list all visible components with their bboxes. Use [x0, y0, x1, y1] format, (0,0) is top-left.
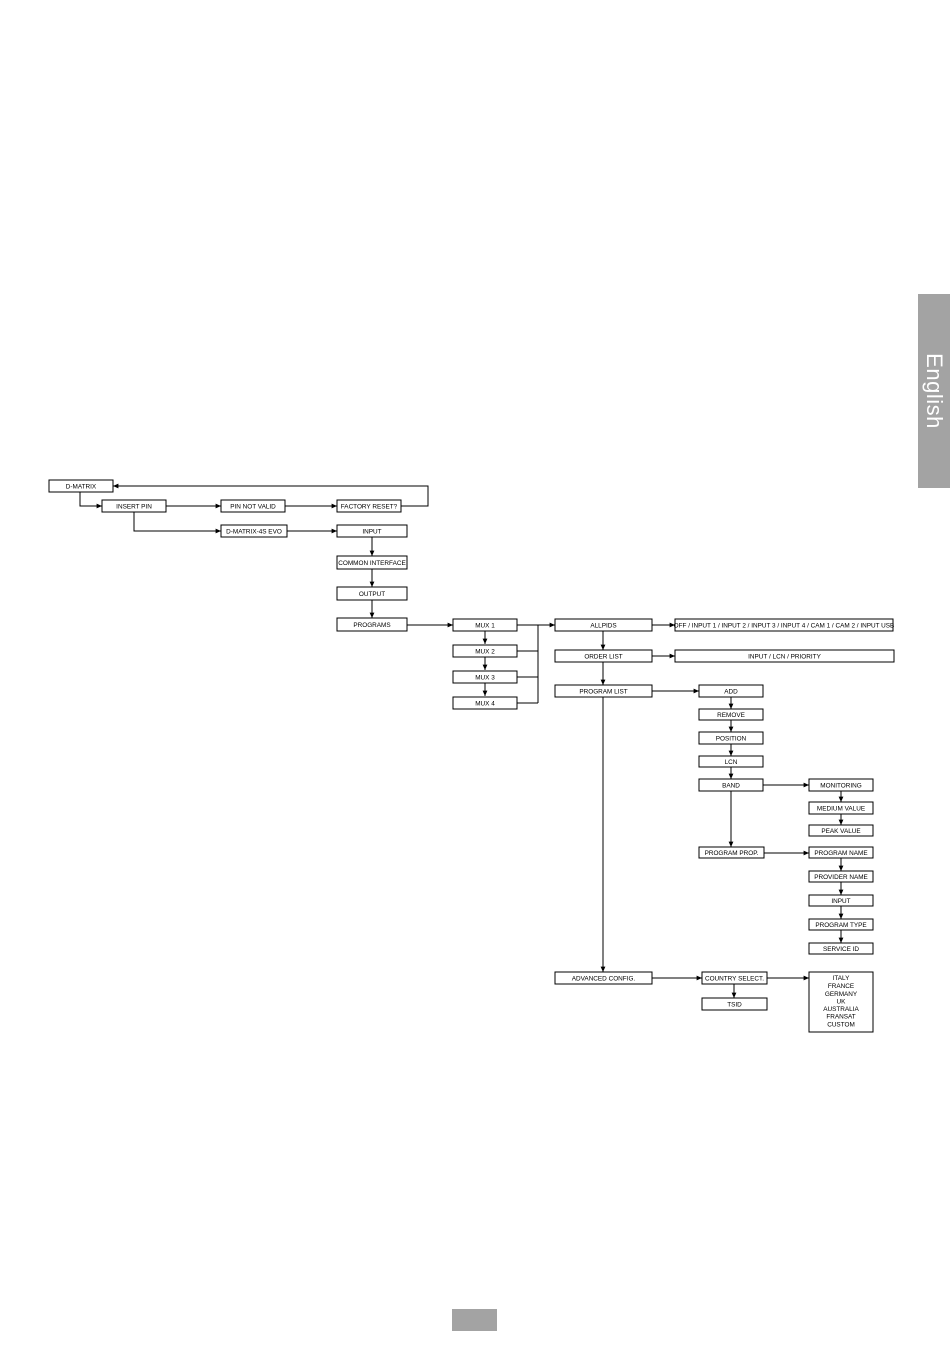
- node-label: INPUT: [831, 898, 850, 905]
- node-label: PIN NOT VALID: [230, 504, 276, 511]
- country-item: UK: [837, 999, 847, 1006]
- node-allpids: ALLPIDS: [554, 618, 653, 632]
- node-label: TSID: [727, 1002, 742, 1009]
- country-item: CUSTOM: [827, 1022, 855, 1029]
- node-label: POSITION: [716, 736, 747, 743]
- node-label: ORDER LIST: [584, 654, 622, 661]
- node-country-list: ITALY FRANCE GERMANY UK AUSTRALIA FRANSA…: [808, 971, 874, 1033]
- node-label: D-MATRIX: [66, 484, 97, 491]
- node-label: PROGRAM NAME: [814, 850, 867, 857]
- node-label: FACTORY RESET?: [341, 504, 398, 511]
- node-label: ALLPIDS: [590, 623, 616, 630]
- node-mux-4: MUX 4: [452, 696, 518, 710]
- node-mux-1: MUX 1: [452, 618, 518, 632]
- node-label: REMOVE: [717, 712, 745, 719]
- language-tab: English: [918, 294, 950, 488]
- node-provider-name: PROVIDER NAME: [808, 870, 874, 883]
- node-pin-not-valid: PIN NOT VALID: [220, 499, 286, 513]
- node-lcn: LCN: [698, 755, 764, 768]
- node-monitoring: MONITORING: [808, 778, 874, 792]
- node-country-select: COUNTRY SELECT.: [701, 971, 768, 985]
- node-label: ADVANCED CONFIG.: [572, 976, 636, 983]
- connector-lines: [79, 483, 844, 998]
- node-input: INPUT: [336, 524, 408, 538]
- node-output: OUTPUT: [336, 586, 408, 601]
- node-label: PROGRAM PROP.: [705, 850, 759, 857]
- node-label: PROGRAMS: [353, 622, 390, 629]
- node-label: INPUT / LCN / PRIORITY: [748, 654, 821, 661]
- node-order-list: ORDER LIST: [554, 649, 653, 663]
- node-label: PROVIDER NAME: [814, 874, 868, 881]
- node-label: INPUT: [362, 529, 381, 536]
- node-advanced-config: ADVANCED CONFIG.: [554, 971, 653, 985]
- node-add: ADD: [698, 684, 764, 698]
- node-allpids-options: OFF / INPUT 1 / INPUT 2 / INPUT 3 / INPU…: [674, 618, 895, 632]
- node-service-id: SERVICE ID: [808, 942, 874, 955]
- node-label: MUX 3: [475, 675, 495, 682]
- node-programs: PROGRAMS: [336, 617, 408, 632]
- node-label: PEAK VALUE: [821, 828, 860, 835]
- node-label: BAND: [722, 783, 740, 790]
- node-order-list-options: INPUT / LCN / PRIORITY: [674, 649, 895, 663]
- node-program-prop: PROGRAM PROP.: [698, 846, 765, 859]
- country-item: ITALY: [833, 975, 851, 982]
- node-d-matrix: D-MATRIX: [48, 479, 114, 493]
- page-number-chip: [452, 1309, 497, 1331]
- node-label: OFF / INPUT 1 / INPUT 2 / INPUT 3 / INPU…: [674, 623, 895, 630]
- node-medium-value: MEDIUM VALUE: [808, 801, 874, 815]
- node-peak-value: PEAK VALUE: [808, 824, 874, 837]
- node-program-list: PROGRAM LIST: [554, 684, 653, 698]
- node-tsid: TSID: [701, 997, 768, 1011]
- node-insert-pin: INSERT PIN: [101, 499, 167, 513]
- node-label: PROGRAM LIST: [579, 689, 627, 696]
- node-common-interface: COMMON INTERFACE: [336, 555, 408, 570]
- node-label: MEDIUM VALUE: [817, 806, 865, 813]
- node-prop-input: INPUT: [808, 894, 874, 907]
- node-label: COUNTRY SELECT.: [705, 976, 764, 983]
- node-program-name: PROGRAM NAME: [808, 846, 874, 859]
- node-label: INSERT PIN: [116, 504, 152, 511]
- node-mux-3: MUX 3: [452, 670, 518, 684]
- node-d-matrix-4s-evo: D-MATRIX-4S EVO: [220, 524, 288, 538]
- node-label: ADD: [724, 689, 738, 696]
- node-remove: REMOVE: [698, 708, 764, 721]
- node-position: POSITION: [698, 731, 764, 745]
- node-label: MONITORING: [820, 783, 861, 790]
- node-mux-2: MUX 2: [452, 644, 518, 658]
- node-label: MUX 2: [475, 649, 495, 656]
- node-label: MUX 1: [475, 623, 495, 630]
- node-label: PROGRAM TYPE: [815, 922, 866, 929]
- node-label: SERVICE ID: [823, 946, 859, 953]
- country-item: GERMANY: [825, 991, 858, 998]
- node-band: BAND: [698, 778, 764, 792]
- node-program-type: PROGRAM TYPE: [808, 918, 874, 931]
- country-item: AUSTRALIA: [823, 1006, 859, 1013]
- node-label: LCN: [725, 759, 738, 766]
- node-factory-reset: FACTORY RESET?: [336, 499, 402, 513]
- country-item: FRANSAT: [826, 1014, 855, 1021]
- node-label: COMMON INTERFACE: [338, 560, 405, 567]
- country-item: FRANCE: [828, 983, 854, 990]
- node-label: OUTPUT: [359, 591, 385, 598]
- node-label: MUX 4: [475, 701, 495, 708]
- node-label: D-MATRIX-4S EVO: [226, 529, 282, 536]
